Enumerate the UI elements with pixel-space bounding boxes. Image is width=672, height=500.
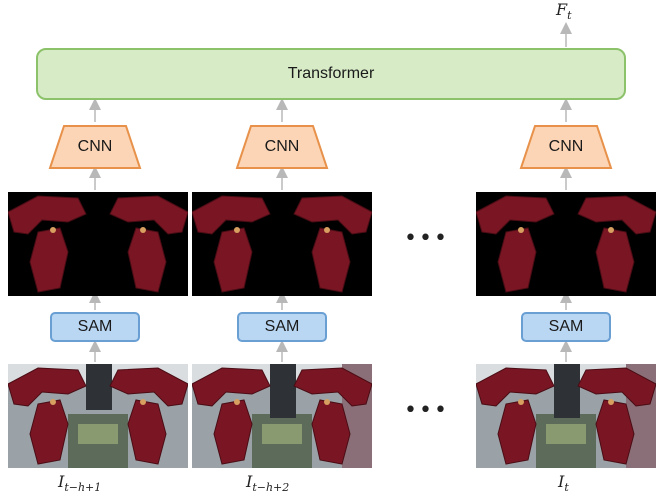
frame-label-1: It−h+1: [58, 472, 101, 494]
raw-frame-3: [476, 364, 656, 468]
frame-label-base: I: [246, 472, 253, 491]
cnn-trapezoid-shape: [519, 125, 613, 169]
cnn-label: CNN: [77, 138, 113, 155]
frame-label-sub: t−h+2: [252, 481, 290, 495]
frame-label-base: I: [58, 472, 65, 491]
raw-robot-image: [192, 364, 372, 468]
masked-robot-image: [476, 192, 656, 296]
cnn-block-1: CNN: [48, 124, 142, 170]
frame-label-sub: t−h+1: [64, 481, 102, 495]
ellipsis-masked: •••: [404, 226, 449, 251]
frame-label-base: I: [558, 472, 565, 491]
cnn-block-3: CNN: [519, 124, 613, 170]
masked-robot-image: [192, 192, 372, 296]
cnn-label: CNN: [548, 138, 584, 155]
masked-frame-3: [476, 192, 656, 296]
sam-block-3: SAM: [521, 312, 611, 342]
cnn-label: CNN: [264, 138, 300, 155]
sam-label: SAM: [264, 318, 300, 335]
sam-block-1: SAM: [50, 312, 140, 342]
frame-label-sub: t: [564, 481, 569, 495]
cnn-trapezoid-shape: [48, 125, 142, 169]
masked-frame-2: [192, 192, 372, 296]
ellipsis-raw: •••: [404, 398, 449, 423]
raw-robot-image: [476, 364, 656, 468]
masked-robot-image: [8, 192, 188, 296]
frame-label-2: It−h+2: [246, 472, 289, 494]
raw-frame-1: [8, 364, 188, 468]
cnn-block-2: CNN: [235, 124, 329, 170]
output-label-base: F: [556, 0, 568, 19]
transformer-label: Transformer: [287, 65, 375, 82]
raw-frame-2: [192, 364, 372, 468]
sam-label: SAM: [77, 318, 113, 335]
transformer-block: Transformer: [36, 48, 626, 100]
sam-label: SAM: [548, 318, 584, 335]
masked-frame-1: [8, 192, 188, 296]
output-label: Ft: [556, 0, 572, 22]
output-label-sub: t: [567, 9, 572, 23]
raw-robot-image: [8, 364, 188, 468]
cnn-trapezoid-shape: [235, 125, 329, 169]
frame-label-3: It: [558, 472, 569, 494]
sam-block-2: SAM: [237, 312, 327, 342]
